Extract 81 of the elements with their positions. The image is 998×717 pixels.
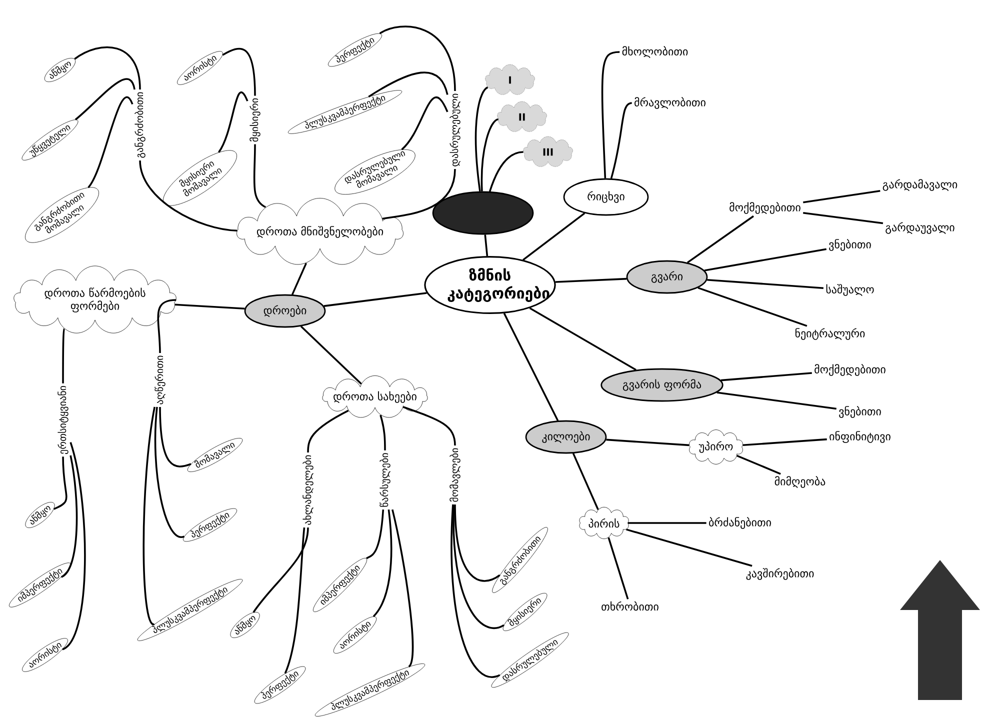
branch-line <box>628 522 706 524</box>
branch-line <box>522 212 586 261</box>
branch-line <box>608 537 629 600</box>
branch-line <box>284 527 306 674</box>
branch-line <box>606 438 690 446</box>
branch-line <box>402 406 456 446</box>
branch-line <box>572 453 599 510</box>
branch-label: აღწერითი <box>154 356 166 404</box>
branch-line <box>401 96 448 150</box>
branch-line <box>139 160 238 232</box>
branch-line <box>454 504 500 582</box>
branch-line <box>452 504 504 629</box>
branch-line <box>366 510 384 560</box>
branch-line <box>74 78 136 120</box>
branch-line <box>372 509 392 618</box>
branch-line <box>368 72 448 98</box>
branch-line <box>253 144 266 208</box>
branch-line <box>686 215 754 264</box>
branch-label: მოქმედებითი <box>814 364 886 376</box>
branch-label: მყისიერი <box>250 98 260 142</box>
branch-label: ვნებითი <box>829 239 871 251</box>
branch-label: კავშირებითი <box>746 568 814 580</box>
branch-line <box>484 234 488 256</box>
branch-line <box>252 527 309 613</box>
branch-line <box>392 509 414 668</box>
branch-line <box>159 406 192 468</box>
branch-line <box>450 504 500 678</box>
branch-line <box>555 278 627 283</box>
branch-line <box>300 326 362 385</box>
branch-line <box>707 278 824 289</box>
branch-label: ბრძანებითი <box>709 517 771 529</box>
branch-label: წარსულები <box>380 453 390 507</box>
branch-line <box>218 92 248 153</box>
branch-line <box>480 118 499 192</box>
branch-line <box>174 304 245 310</box>
branch-line <box>529 307 636 371</box>
branch-line <box>488 151 524 192</box>
branch-line <box>610 102 632 179</box>
branch-label: თხრობითი <box>602 601 658 611</box>
branch-label: განგრძობითი <box>134 92 146 158</box>
branch-line <box>803 212 884 224</box>
branch-line <box>62 442 86 650</box>
branch-label: ახლანდელები <box>302 455 314 525</box>
branch-line <box>704 248 827 272</box>
branch-label: მომავლები <box>450 448 460 502</box>
branch-line <box>379 26 456 92</box>
branch-line <box>720 372 812 382</box>
dark-ellipse <box>432 191 534 235</box>
branch-label: ერთსიტყვიანი <box>58 386 68 454</box>
branch-label: საშუალო <box>826 284 874 296</box>
branch-line <box>380 414 386 450</box>
branch-line <box>698 286 808 327</box>
branch-line <box>324 292 427 307</box>
branch-line <box>736 454 781 475</box>
branch-label: გარდამავალი <box>882 179 958 191</box>
branch-line <box>742 438 827 446</box>
branch-line <box>74 46 141 90</box>
branch-line <box>60 455 78 578</box>
branch-line <box>88 96 134 188</box>
branch-label: ნეიტრალური <box>795 328 865 340</box>
branch-label: მხოლობითი <box>622 46 688 58</box>
branch-line <box>291 262 308 295</box>
branch-line <box>157 299 176 354</box>
branch-label: დასრულებული <box>450 94 460 166</box>
branch-line <box>53 456 68 510</box>
branch-line <box>626 528 752 567</box>
branch-line <box>307 410 349 453</box>
branch-line <box>803 190 880 204</box>
branch-label: მიმღეობა <box>774 476 826 488</box>
branch-line <box>382 168 456 220</box>
branch-line <box>62 328 66 384</box>
branch-label: ინფინიტივი <box>830 431 890 443</box>
branch-label: მრავლობითი <box>634 97 706 109</box>
branch-line <box>142 406 156 626</box>
branch-label: მოქმედებითი <box>730 202 800 214</box>
branch-line <box>503 312 559 422</box>
branch-line <box>474 86 488 192</box>
branch-label: ვნებითი <box>839 406 881 418</box>
branch-line <box>222 48 256 96</box>
branch-label: გარდაუვალი <box>886 222 954 234</box>
branch-line <box>716 392 836 410</box>
